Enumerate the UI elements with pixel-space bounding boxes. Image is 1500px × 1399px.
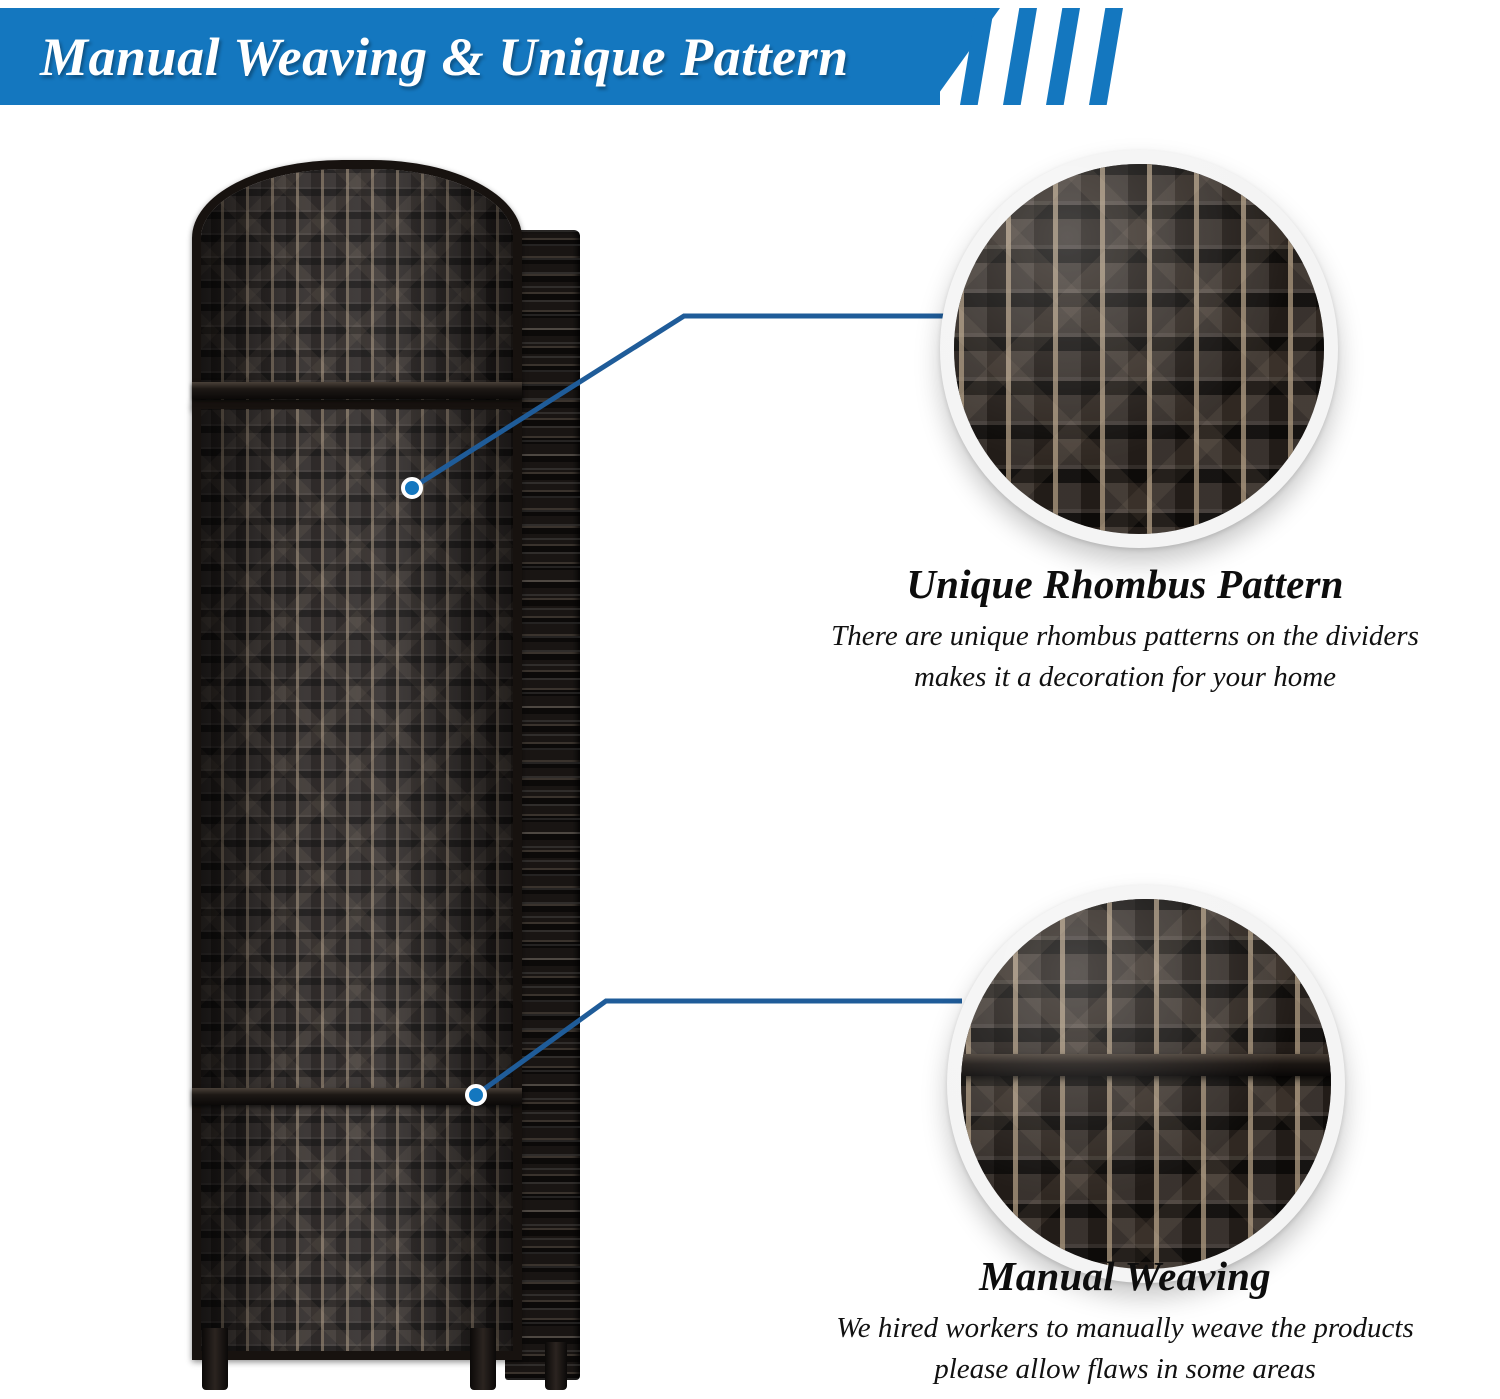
divider-leg-back — [545, 1342, 567, 1390]
feature-block-rhombus: Unique Rhombus Pattern There are unique … — [760, 560, 1490, 698]
banner-stripe-3 — [1046, 8, 1080, 105]
arched-top-section — [192, 160, 522, 410]
zoom-callout-rhombus-image — [954, 164, 1324, 534]
feature-heading-rhombus: Unique Rhombus Pattern — [906, 561, 1344, 607]
zoom-callout-weaving — [947, 885, 1345, 1283]
panel-shading-arch — [201, 169, 513, 401]
banner-stripe-2 — [1003, 8, 1037, 105]
feature-body-weaving-line2: please allow flaws in some areas — [934, 1353, 1316, 1386]
feature-body-rhombus-line2: makes it a decoration for your home — [913, 661, 1337, 694]
feature-heading-weaving: Manual Weaving — [979, 1253, 1271, 1299]
divider-leg-right — [470, 1328, 496, 1390]
main-panel-section — [192, 400, 522, 1360]
zoom-callout-weaving-image — [961, 899, 1331, 1269]
frame-rail-upper — [192, 382, 522, 399]
product-photo — [150, 150, 620, 1390]
frame-rail-lower — [192, 1088, 522, 1105]
banner-stripe-4 — [1089, 8, 1123, 105]
rhombus-pattern-closeup-2 — [961, 899, 1331, 1269]
panel-shading-body — [201, 409, 513, 1351]
divider-leg-left — [202, 1328, 228, 1390]
feature-block-weaving: Manual Weaving We hired workers to manua… — [760, 1252, 1490, 1390]
weave-closeup-texture-2 — [961, 899, 1331, 1269]
header-banner: Manual Weaving & Unique Pattern — [0, 0, 1500, 115]
front-panel — [192, 160, 522, 1360]
banner-title: Manual Weaving & Unique Pattern — [40, 26, 849, 87]
feature-body-weaving-line1: We hired workers to manually weave the p… — [836, 1312, 1414, 1344]
weave-closeup-texture — [954, 164, 1324, 534]
frame-rail-closeup — [961, 1054, 1331, 1077]
banner-background — [0, 8, 940, 105]
feature-body-rhombus-line1: There are unique rhombus patterns on the… — [831, 620, 1419, 652]
zoom-callout-rhombus — [940, 150, 1338, 548]
rhombus-pattern-closeup — [954, 164, 1324, 534]
